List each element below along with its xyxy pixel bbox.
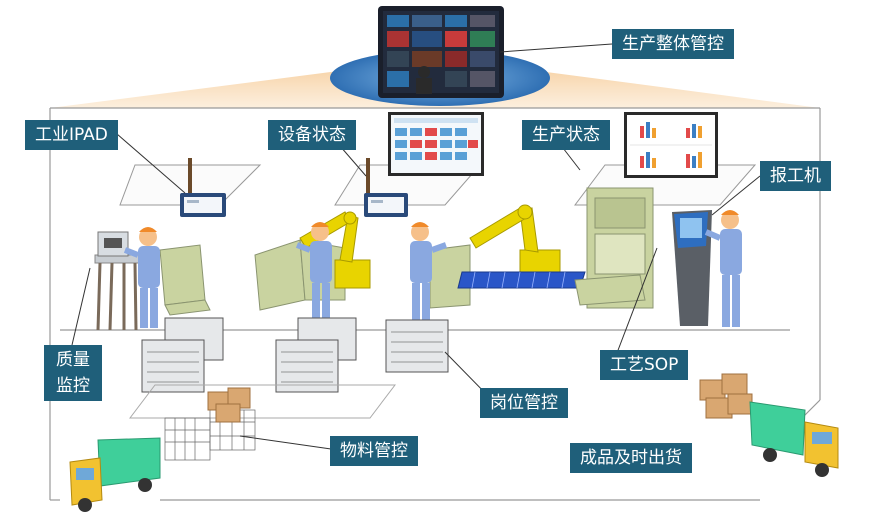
- robot-arm-2: [469, 204, 561, 279]
- label-reporting-terminal: 报工机: [760, 161, 831, 191]
- tablet-icon: [180, 158, 226, 217]
- tablet-icon-2: [364, 158, 408, 217]
- worker-1: [123, 227, 160, 328]
- dashboard-screen-icon: [378, 6, 504, 98]
- truck-icon-2: [749, 401, 839, 477]
- label-quality-line1: 质量: [56, 350, 90, 370]
- label-material-control: 物料管控: [330, 436, 418, 466]
- wire-baskets: [164, 409, 256, 461]
- production-status-screen: [624, 112, 718, 178]
- label-quality-monitoring: 质量 监控: [44, 345, 102, 401]
- label-process-sop: 工艺SOP: [600, 350, 689, 380]
- label-finished-delivery: 成品及时出货: [570, 443, 692, 473]
- label-industrial-ipad: 工业IPAD: [25, 120, 118, 150]
- sop-cabinet: [574, 187, 654, 309]
- label-quality-line2: 监控: [56, 376, 90, 396]
- equipment-status-screen: [388, 112, 484, 176]
- label-overall-control: 生产整体管控: [612, 29, 734, 59]
- robot-arm-1: [299, 211, 371, 289]
- worker-4: [704, 210, 742, 327]
- kiosk-icon: [672, 210, 712, 326]
- cardboard-boxes-icon-2: [699, 373, 753, 419]
- drawer-lines: [147, 331, 443, 383]
- quality-station: [94, 231, 141, 331]
- label-equipment-status: 设备状态: [268, 120, 356, 150]
- connector-overall: [499, 43, 613, 53]
- worker-3: [410, 222, 448, 323]
- label-station-control: 岗位管控: [480, 388, 568, 418]
- cardboard-boxes-icon: [207, 387, 251, 423]
- truck-icon: [69, 437, 161, 512]
- label-production-status: 生产状态: [522, 120, 610, 150]
- floor-lines: [128, 384, 397, 419]
- worker-2: [295, 222, 332, 323]
- drawer-carts: [141, 317, 449, 393]
- machine-block-1: [159, 244, 211, 316]
- connector-lines: [71, 133, 761, 452]
- conveyor: [457, 271, 586, 289]
